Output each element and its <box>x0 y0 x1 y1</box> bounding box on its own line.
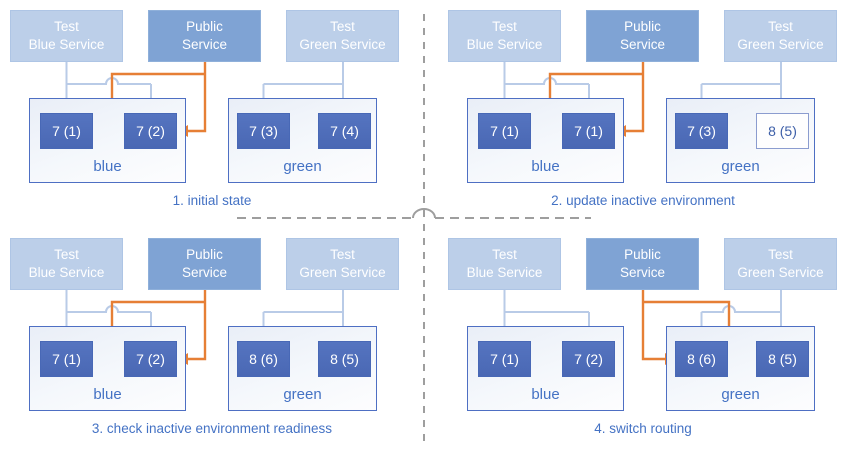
service-label-line: Test <box>330 247 355 263</box>
quadrant-2-update-inactive-environment: Test Blue Service Public Service Test Gr… <box>438 0 848 228</box>
test-green-service-box: Test Green Service <box>724 10 837 62</box>
service-label-line: Service <box>181 265 227 280</box>
service-label-line: Green Service <box>299 265 386 280</box>
pod-blue-2: 7 (2) <box>562 341 615 377</box>
service-label-line: Service <box>619 37 665 52</box>
pod-blue-2: 7 (2) <box>124 341 177 377</box>
pod-green-1: 7 (3) <box>675 113 728 149</box>
blue-environment-label: blue <box>531 158 560 175</box>
pod-blue-1: 7 (1) <box>40 341 93 377</box>
green-environment-label: green <box>283 158 322 175</box>
blue-environment-label: blue <box>531 386 560 403</box>
pod-green-2: 8 (5) <box>756 341 809 377</box>
pod-blue-2: 7 (1) <box>562 113 615 149</box>
test-green-service-box: Test Green Service <box>286 238 399 290</box>
public-service-box: Public Service <box>586 10 699 62</box>
service-label-line: Service <box>181 37 227 52</box>
test-blue-service-box: Test Blue Service <box>448 238 561 290</box>
pod-green-1: 8 (6) <box>675 341 728 377</box>
service-label-line: Service <box>619 265 665 280</box>
public-service-box: Public Service <box>148 10 261 62</box>
green-environment-label: green <box>283 386 322 403</box>
pod-green-1: 8 (6) <box>237 341 290 377</box>
quadrant-3-check-inactive-environment-readiness: Test Blue Service Public Service Test Gr… <box>0 228 424 456</box>
service-label-line: Public <box>186 19 223 35</box>
pod-green-2: 7 (4) <box>318 113 371 149</box>
pod-green-2: 8 (5) <box>318 341 371 377</box>
service-label-line: Green Service <box>737 265 824 280</box>
test-green-service-box: Test Green Service <box>724 238 837 290</box>
pod-blue-1: 7 (1) <box>478 341 531 377</box>
service-label-line: Test <box>492 19 517 35</box>
quadrant-caption: 3. check inactive environment readiness <box>91 421 333 436</box>
quadrant-1-initial-state: Test Blue Service Public Service Test Gr… <box>0 0 424 228</box>
green-environment-label: green <box>721 386 760 403</box>
service-label-line: Public <box>186 247 223 263</box>
test-blue-service-box: Test Blue Service <box>10 10 123 62</box>
test-blue-service-box: Test Blue Service <box>10 238 123 290</box>
quadrant-caption: 4. switch routing <box>594 421 692 436</box>
green-environment-label: green <box>721 158 760 175</box>
quadrant-caption: 2. update inactive environment <box>551 193 735 208</box>
test-route-lines <box>65 62 344 104</box>
quadrant-caption: 1. initial state <box>172 193 252 208</box>
blue-environment-label: blue <box>93 158 122 175</box>
pod-green-2-new: 8 (5) <box>756 113 809 149</box>
blue-environment-label: blue <box>93 386 122 403</box>
service-label-line: Test <box>768 247 793 263</box>
service-label-line: Blue Service <box>28 37 105 52</box>
service-label-line: Test <box>330 19 355 35</box>
service-label-line: Test <box>768 19 793 35</box>
service-label-line: Blue Service <box>466 37 543 52</box>
test-green-service-box: Test Green Service <box>286 10 399 62</box>
pod-green-1: 7 (3) <box>237 113 290 149</box>
test-blue-service-box: Test Blue Service <box>448 10 561 62</box>
divider-hop-arc <box>412 208 436 219</box>
service-label-line: Green Service <box>737 37 824 52</box>
service-label-line: Test <box>54 19 79 35</box>
pod-blue-2: 7 (2) <box>124 113 177 149</box>
public-service-box: Public Service <box>586 238 699 290</box>
service-label-line: Test <box>54 247 79 263</box>
service-label-line: Test <box>492 247 517 263</box>
service-label-line: Public <box>624 247 661 263</box>
service-label-line: Green Service <box>299 37 386 52</box>
pod-blue-1: 7 (1) <box>40 113 93 149</box>
public-service-box: Public Service <box>148 238 261 290</box>
service-label-line: Blue Service <box>466 265 543 280</box>
service-label-line: Blue Service <box>28 265 105 280</box>
quadrant-4-switch-routing: Test Blue Service Public Service Test Gr… <box>438 228 848 456</box>
pod-blue-1: 7 (1) <box>478 113 531 149</box>
service-label-line: Public <box>624 19 661 35</box>
